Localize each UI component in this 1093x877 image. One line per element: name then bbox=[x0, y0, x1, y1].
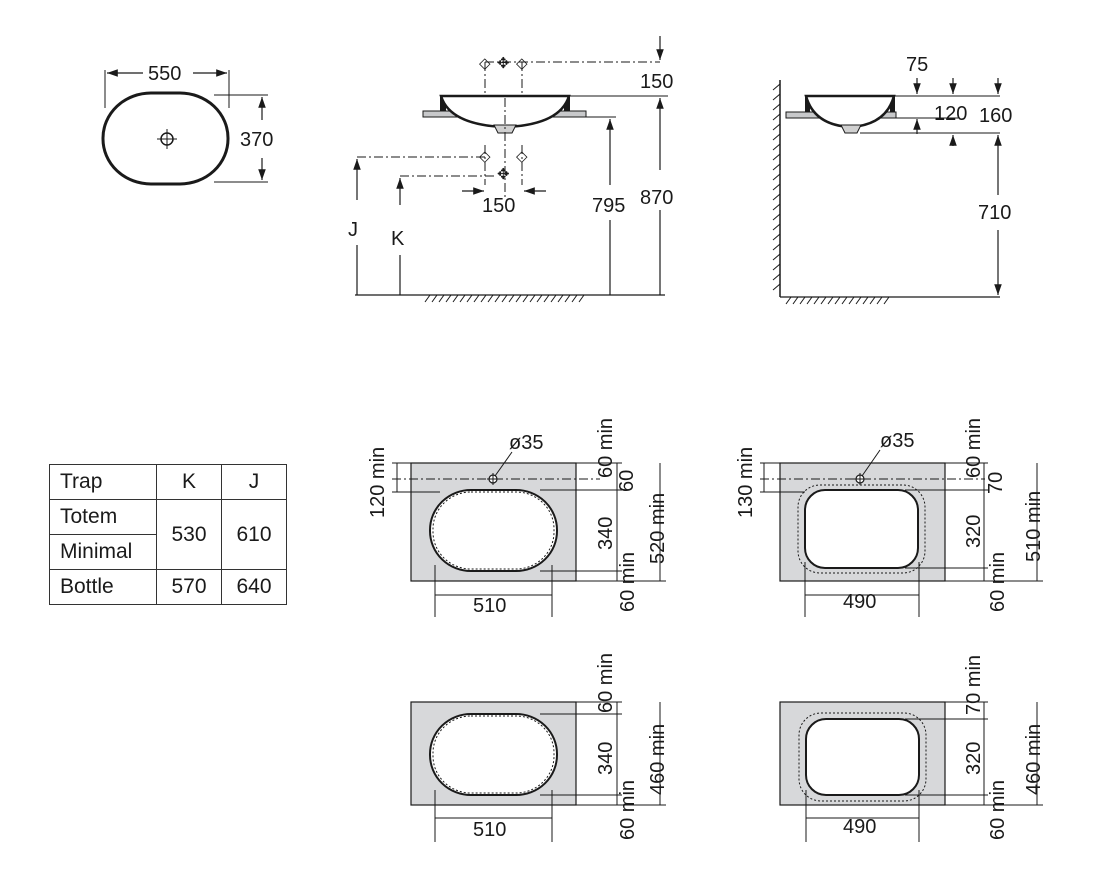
l340-a: 340 bbox=[595, 517, 617, 550]
waste-offset-150-label: 150 bbox=[482, 195, 515, 217]
row-j: 610 bbox=[221, 499, 287, 570]
wall-hatch bbox=[772, 83, 781, 291]
depth-370-label: 370 bbox=[240, 129, 273, 151]
l60min-top-b: 60 min bbox=[963, 418, 985, 478]
width-a: 510 bbox=[473, 595, 506, 617]
l60min-bot-d: 60 min bbox=[987, 780, 1009, 840]
cutout-c: 60 min 340 460 min 60 min 510 bbox=[410, 653, 669, 842]
table-row: Minimal bbox=[49, 534, 287, 570]
l460-d: 460 min bbox=[1023, 724, 1045, 795]
counter-height-795-label: 795 bbox=[592, 195, 625, 217]
l60min-bot-b: 60 min bbox=[987, 552, 1009, 612]
header-k: K bbox=[156, 464, 222, 500]
svg-text:◇: ◇ bbox=[479, 55, 491, 72]
header-j: J bbox=[221, 464, 287, 500]
l70min-top-d: 70 min bbox=[963, 655, 985, 715]
label-710: 710 bbox=[978, 202, 1011, 224]
l60min-top-c: 60 min bbox=[595, 653, 617, 713]
l510-b: 510 min bbox=[1023, 491, 1045, 562]
l520-a: 520 min bbox=[647, 493, 669, 564]
cutout-a: ø35 120 min 60 min 60 340 520 min 60 min… bbox=[367, 418, 669, 617]
drain-icon bbox=[157, 129, 177, 149]
svg-text:✥: ✥ bbox=[497, 166, 510, 183]
cutout-b: ø35 130 min 60 min 70 320 510 min 60 min… bbox=[735, 418, 1045, 617]
cutout-d: 70 min 320 460 min 60 min 490 bbox=[779, 655, 1045, 842]
front-view: ◇ ✥ ◇ ◇ ◇ ✥ 150 150 J K 795 870 bbox=[348, 36, 673, 303]
width-550-label: 550 bbox=[148, 63, 181, 85]
svg-text:✥: ✥ bbox=[497, 55, 510, 72]
j-label: J bbox=[348, 219, 358, 241]
l70-b: 70 bbox=[985, 472, 1007, 494]
svg-text:◇: ◇ bbox=[516, 55, 528, 72]
svg-text:◇: ◇ bbox=[516, 148, 528, 165]
table-header-row: Trap K J bbox=[49, 464, 287, 500]
label-75: 75 bbox=[906, 54, 928, 76]
basin-cutout-d bbox=[805, 718, 920, 796]
top-clear-a: 120 min bbox=[367, 447, 389, 518]
basin-cutout-b bbox=[804, 489, 919, 569]
hole-dia-a: ø35 bbox=[509, 432, 543, 454]
l60min-bot-a: 60 min bbox=[617, 552, 639, 612]
l60min-bot-c: 60 min bbox=[617, 780, 639, 840]
l320-b: 320 bbox=[963, 515, 985, 548]
tap-hole-icon-b bbox=[854, 473, 866, 485]
top-clear-b: 130 min bbox=[735, 447, 757, 518]
basin-cutout-c bbox=[429, 713, 558, 796]
row-name: Minimal bbox=[49, 534, 157, 570]
header-trap: Trap bbox=[49, 464, 157, 500]
total-height-870-label: 870 bbox=[640, 187, 673, 209]
width-d: 490 bbox=[843, 816, 876, 838]
table-row: Bottle 570 640 bbox=[49, 569, 287, 605]
row-name: Bottle bbox=[49, 569, 157, 605]
table-row: Totem 530 610 bbox=[49, 499, 287, 570]
row-k: 530 bbox=[156, 499, 222, 570]
floor-hatch-front bbox=[423, 294, 588, 303]
trap-table: Trap K J Totem 530 610 Minimal Bottle 57… bbox=[49, 464, 287, 605]
l340-c: 340 bbox=[595, 742, 617, 775]
hole-dia-b: ø35 bbox=[880, 430, 914, 452]
l60min-top-a: 60 min bbox=[595, 418, 617, 478]
label-120: 120 bbox=[934, 103, 967, 125]
side-view: 75 120 160 710 bbox=[772, 54, 1012, 305]
basin-profile-side bbox=[804, 94, 896, 129]
label-160: 160 bbox=[979, 105, 1012, 127]
row-name: Totem bbox=[49, 499, 157, 535]
top-view: 550 370 bbox=[101, 63, 273, 186]
l60-a: 60 bbox=[616, 470, 638, 492]
width-b: 490 bbox=[843, 591, 876, 613]
l320-d: 320 bbox=[963, 742, 985, 775]
width-c: 510 bbox=[473, 819, 506, 841]
floor-hatch-side bbox=[785, 296, 890, 305]
basin-cutout-a bbox=[429, 489, 558, 572]
row-j: 640 bbox=[221, 569, 287, 605]
tap-hole-icon-a bbox=[487, 473, 499, 485]
tap-offset-150-label: 150 bbox=[640, 71, 673, 93]
k-label: K bbox=[391, 228, 405, 250]
row-k: 570 bbox=[156, 569, 222, 605]
l460-c: 460 min bbox=[647, 724, 669, 795]
